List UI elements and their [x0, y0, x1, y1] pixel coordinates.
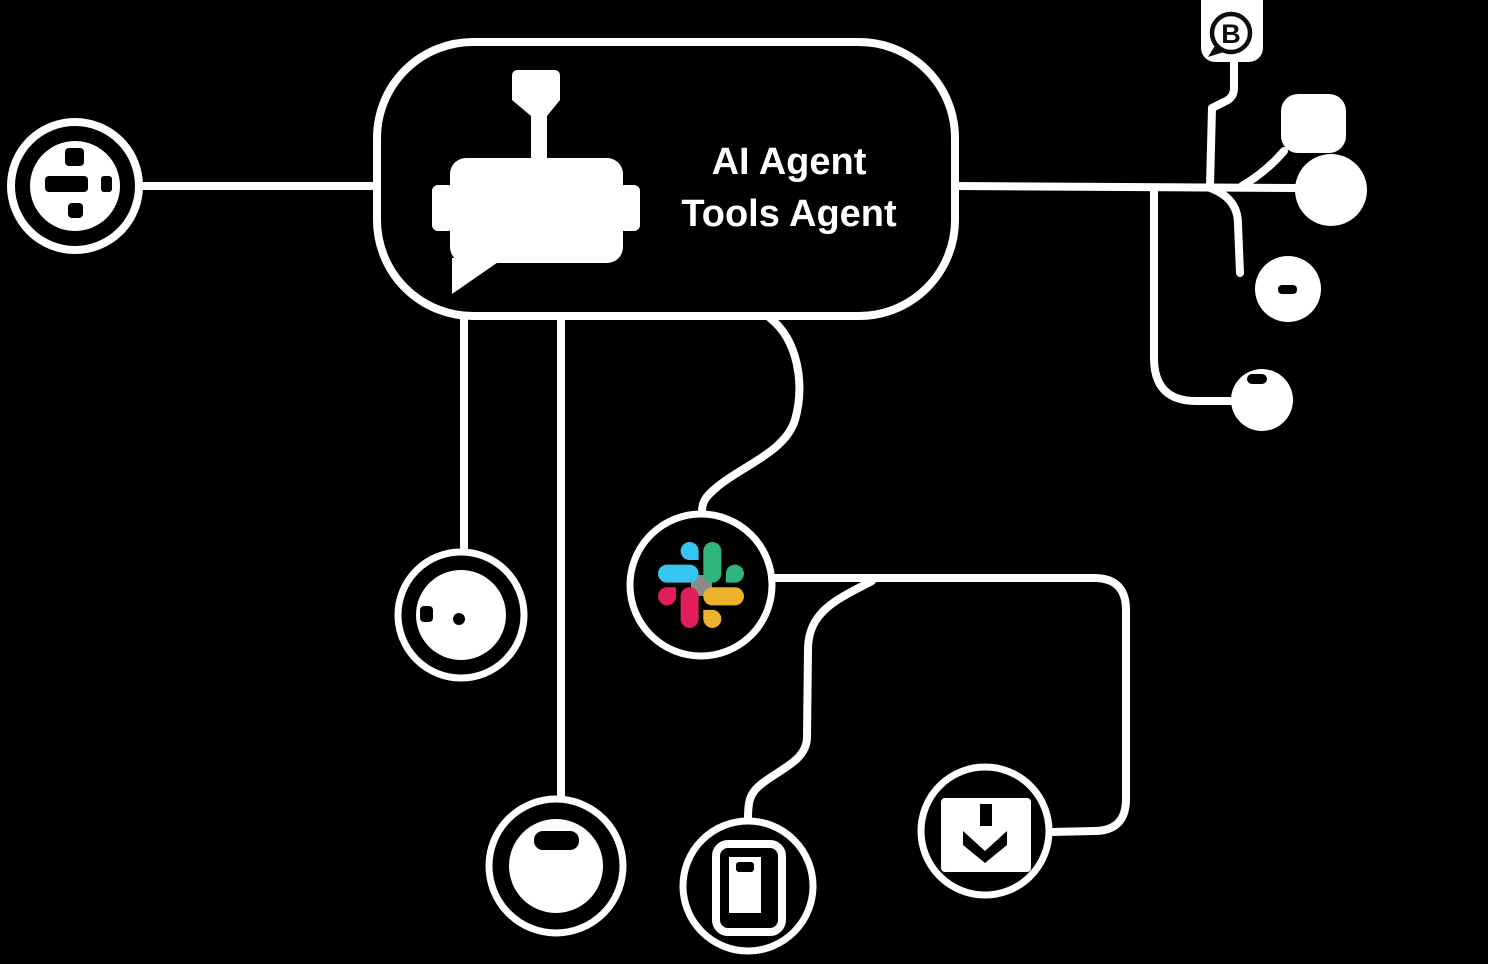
small-dot-icon: [1231, 369, 1293, 431]
clock-dial-icon: [30, 141, 120, 231]
download-box-icon: [941, 798, 1031, 872]
node-ring: [679, 817, 817, 955]
slack-icon: [658, 542, 744, 628]
edge-agent-to-slack: [698, 314, 804, 516]
dash-disc-tool-node[interactable]: [485, 795, 627, 937]
smartphone-icon: [712, 840, 786, 936]
edge-slack-to-phone: [744, 577, 876, 823]
agent-node-outline: [373, 38, 959, 320]
agent-title-line1: AI Agent: [712, 141, 867, 183]
node-ring: [7, 118, 143, 254]
b-badge-node[interactable]: B: [1201, 0, 1263, 62]
small-dot-node[interactable]: [1231, 369, 1293, 431]
node-ring: [394, 548, 528, 682]
edge-branch-to-small-dot: [1150, 186, 1237, 405]
gear-tool-node[interactable]: [394, 548, 528, 682]
node-ring: [626, 510, 776, 660]
agent-title-line2: Tools Agent: [681, 193, 897, 235]
badge-letter: B: [1221, 19, 1241, 49]
dash-dot-icon: [1255, 256, 1321, 322]
ai-agent-node[interactable]: AI Agent Tools Agent: [373, 38, 959, 320]
edges: [135, 58, 1302, 836]
download-tool-node[interactable]: [917, 763, 1053, 899]
robot-chat-icon: [432, 70, 640, 294]
node-ring: [917, 763, 1053, 899]
dash-disc-icon: [509, 819, 603, 913]
gear-disc-icon: [416, 570, 506, 660]
edge-slack-to-download: [768, 574, 1130, 836]
phone-tool-node[interactable]: [679, 817, 817, 955]
edge-fork-to-cluster: [1238, 147, 1288, 190]
dash-circle-node[interactable]: [1255, 256, 1321, 322]
node-ring: [485, 795, 627, 937]
edge-to-dash-circle: [1206, 184, 1244, 277]
slack-tool-node[interactable]: [626, 510, 776, 660]
blob-cluster-icon: [1281, 94, 1367, 226]
clock-trigger-node[interactable]: [7, 118, 143, 254]
speech-bubble-b-icon: B: [1208, 11, 1253, 57]
blob-cluster-node[interactable]: [1281, 94, 1367, 226]
edge-badge-down: [1206, 58, 1238, 190]
